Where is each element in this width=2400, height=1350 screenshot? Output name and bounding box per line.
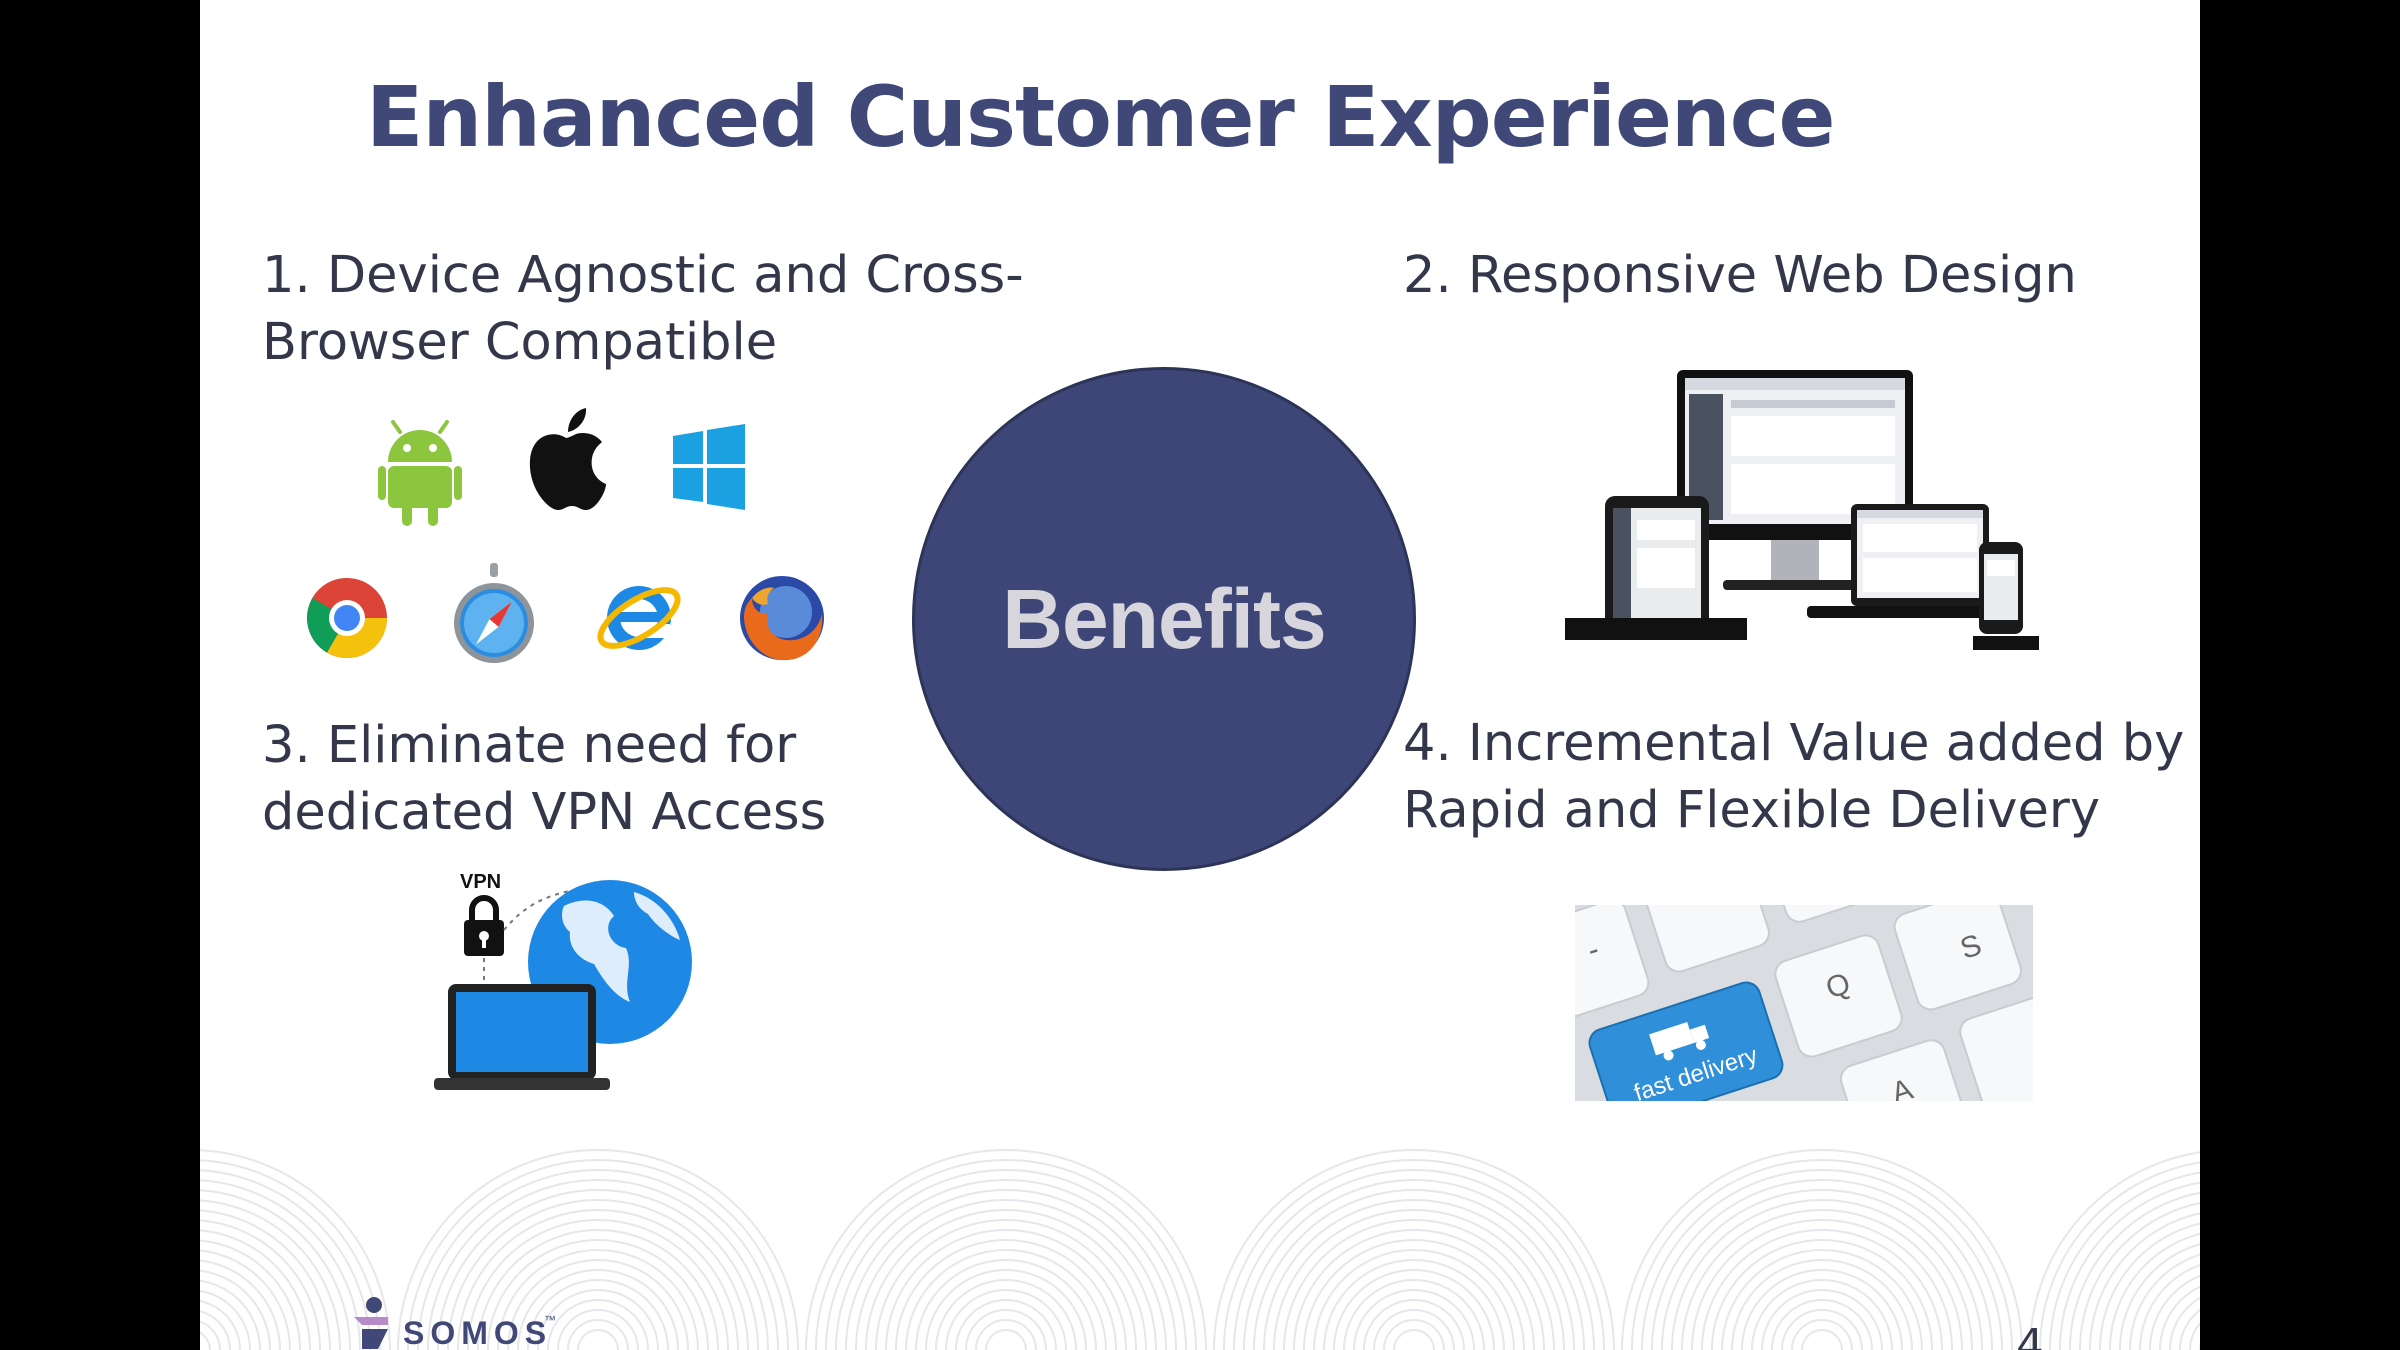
safari-icon [454, 563, 534, 663]
somos-logo-icon [354, 1297, 388, 1349]
section-heading-4: 4. Incremental Value added by Rapid and … [1403, 714, 2185, 840]
chrome-icon [307, 578, 387, 658]
internet-explorer-icon [597, 586, 681, 650]
slide-title: Enhanced Customer Experience [366, 68, 1835, 166]
benefits-circle: Benefits [912, 367, 1416, 871]
somos-logo-trademark: ™ [544, 1313, 556, 1327]
vpn-label: VPN [460, 871, 501, 893]
page-number: 4 [2016, 1320, 2044, 1350]
fast-delivery-keyboard-icon: - Q W A S fast delivery [1575, 905, 2033, 1101]
somos-logo-text: SOMOS [403, 1315, 553, 1350]
firefox-icon [740, 576, 824, 661]
section-heading-1: 1. Device Agnostic and Cross-Browser Com… [262, 246, 1024, 372]
android-icon [378, 420, 462, 526]
section-heading-3: 3. Eliminate need for dedicated VPN Acce… [262, 716, 827, 842]
decorative-arc-pattern [200, 1149, 2200, 1350]
windows-icon [673, 424, 745, 510]
section-heading-2: 2. Responsive Web Design [1403, 246, 2077, 305]
responsive-devices-icon [1565, 370, 2039, 650]
benefits-label: Benefits [1002, 571, 1326, 666]
slide: Enhanced Customer Experience 1. Device A… [200, 0, 2200, 1350]
vpn-globe-laptop-icon: VPN [434, 871, 692, 1090]
apple-icon [529, 408, 606, 510]
